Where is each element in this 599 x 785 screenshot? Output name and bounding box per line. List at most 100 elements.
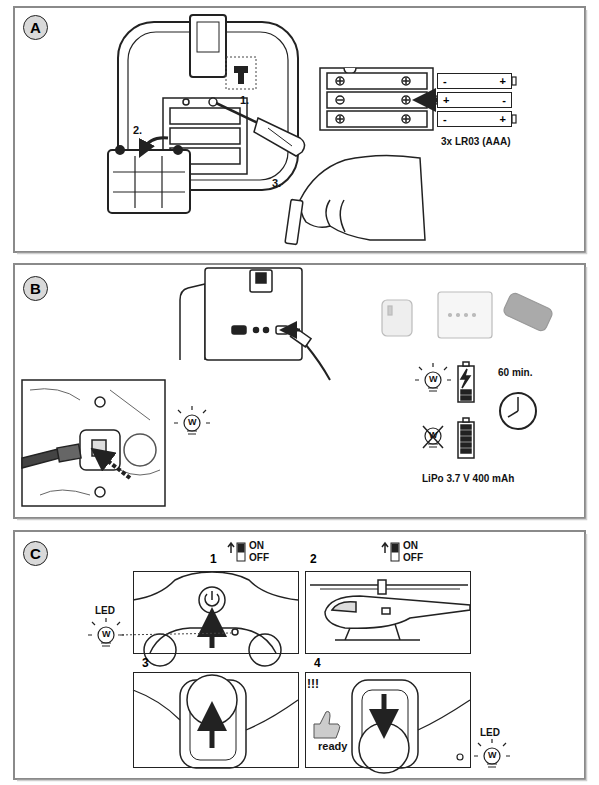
bulb-icon (428, 444, 438, 447)
step-number: 2. (133, 125, 142, 136)
battery-tray (336, 96, 344, 104)
remote-front (199, 587, 225, 613)
battery-tray (337, 116, 343, 122)
battery: -+ (437, 73, 512, 89)
switch-icon (238, 544, 244, 552)
charger-icons (502, 291, 554, 332)
step-number: 2 (310, 553, 317, 565)
ready-label: ready (318, 741, 347, 752)
battery-cover (108, 146, 190, 213)
battery-tray (327, 73, 427, 89)
remote-front (205, 591, 219, 606)
battery-cover (113, 171, 185, 172)
panel-letter: B (23, 276, 48, 301)
switch-state: ON (249, 541, 264, 551)
battery-tray (402, 115, 410, 123)
panel-letter: C (23, 541, 48, 566)
remote-bottom (254, 328, 259, 333)
screwdriver (268, 128, 292, 146)
step-number: 1 (210, 553, 217, 565)
clock-icon (500, 393, 536, 429)
remote-bottom (250, 270, 272, 292)
panel-shadow (17, 10, 587, 254)
bulb-icon (98, 627, 114, 643)
led-leader (118, 633, 231, 635)
bulb-icon (184, 415, 200, 431)
battery-cover (108, 150, 190, 213)
battery-cover (174, 146, 182, 154)
remote-bottom (276, 326, 288, 334)
helicopter (325, 596, 470, 628)
polarity-sign: - (502, 94, 506, 106)
bulb-icon (88, 618, 510, 767)
remote-bottom (256, 273, 266, 283)
polarity-sign: + (500, 113, 506, 125)
charger-icons (438, 292, 492, 338)
remote-front (133, 572, 298, 600)
polarity-sign: + (443, 94, 449, 106)
charger-icons (382, 300, 412, 336)
step-number: 3. (272, 178, 281, 189)
bulb-letter: W (488, 751, 497, 760)
stick-arrow (382, 694, 387, 724)
battery: +- (437, 92, 512, 108)
battery-spec: LiPo 3.7 V 400 mAh (422, 474, 514, 484)
bulb-icon (428, 388, 438, 391)
bulb-icon (487, 764, 497, 767)
clock-icon (508, 397, 518, 417)
bulb-icon (425, 372, 441, 388)
hand (285, 155, 425, 244)
plug-inset (22, 380, 165, 506)
charger-icons (473, 314, 476, 317)
plug-inset (92, 440, 106, 456)
remote-edge (133, 690, 298, 730)
screwdriver (254, 118, 305, 156)
joystick (180, 675, 418, 773)
battery-level (461, 425, 471, 429)
panel-letter-text: A (30, 19, 41, 36)
switch-icon (391, 543, 399, 561)
remote-edge (418, 700, 470, 730)
panel-frame (14, 264, 585, 518)
panel-shadow (17, 10, 587, 781)
screw-icon (238, 73, 244, 84)
charge-time: 60 min. (498, 368, 532, 378)
battery-tray (336, 77, 344, 85)
battery-tray (402, 96, 410, 104)
battery-compartment (170, 128, 240, 144)
battery-tray (337, 78, 343, 84)
charger-icons (449, 314, 452, 317)
polarity-sign: - (443, 75, 447, 87)
battery-cover (113, 191, 185, 192)
plug-inset (22, 380, 165, 506)
bulb-icon (484, 748, 500, 764)
open-arrow (143, 138, 168, 150)
battery: -+ (437, 111, 512, 127)
battery-level (458, 422, 474, 458)
panel-shadow (17, 267, 587, 520)
battery-level (461, 369, 470, 388)
battery-cover (116, 146, 124, 154)
remote-front (232, 629, 238, 635)
hand (300, 155, 425, 240)
charger-icons (388, 306, 392, 315)
led-label: LED (480, 728, 500, 738)
plug-arrow (288, 329, 300, 332)
screw-icon (234, 66, 248, 73)
polarity-sign: + (500, 75, 506, 87)
thumbs-up (314, 712, 340, 739)
bulb-letter: W (102, 630, 111, 639)
battery-level (463, 418, 469, 422)
remote-bottom (180, 284, 205, 360)
hand (326, 200, 345, 232)
battery-tray (320, 68, 433, 130)
step-panel: 3 (133, 672, 299, 768)
plug-inset (57, 444, 81, 462)
battery-level (461, 437, 471, 441)
polarity-sign: - (443, 113, 447, 125)
screwdriver (216, 103, 305, 156)
battery-level (458, 366, 474, 402)
step-number: 3 (142, 657, 149, 669)
plug-inset (22, 448, 62, 468)
battery-level (461, 396, 471, 400)
